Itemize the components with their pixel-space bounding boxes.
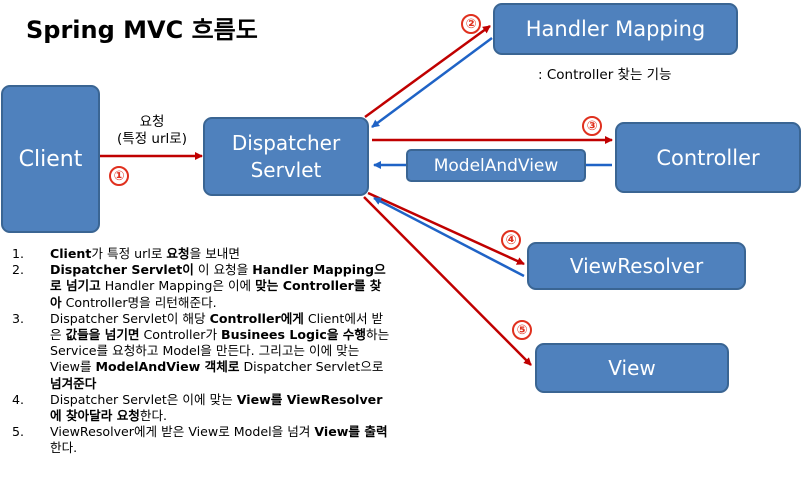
view-label: View	[608, 356, 656, 380]
arrow-viewresolver-to-dispatcher	[373, 196, 525, 278]
arrow-dispatcher-to-viewresolver	[367, 191, 525, 266]
step-text-bold: 맞는 Controller를 찾아	[50, 278, 382, 310]
step-text-bold: 값들을 넘기면	[65, 327, 140, 343]
view-resolver-label: ViewResolver	[569, 254, 704, 278]
step-text: Dispatcher Servlet이 해당 Controller에게 Clie…	[50, 311, 392, 392]
step-text-bold: Client	[50, 246, 92, 261]
step-number: 4.	[12, 391, 25, 407]
step-marker-1: ①	[109, 166, 129, 186]
view-resolver-box: ViewResolver	[527, 242, 746, 290]
request-label-line2: (특정 url로)	[117, 131, 187, 147]
handler-mapping-label: Handler Mapping	[525, 17, 706, 41]
step-text-segment: 하는 Service를 요청하고 Model을 만든다. 그리고는 이에 맞는 …	[50, 327, 390, 375]
step-marker-5: ⑤	[512, 320, 532, 340]
step-text-segment: 한다.	[139, 408, 168, 424]
step-text-segment: 가 특정 url로	[91, 246, 167, 261]
step-item: 2. Dispatcher Servlet이 이 요청을 Handler Map…	[12, 262, 392, 311]
step-text: Dispatcher Servlet은 이에 맞는 View를 ViewReso…	[50, 392, 392, 424]
model-and-view-label: ModelAndView	[433, 155, 559, 176]
step-text-segment: Dispatcher Servlet이 해당	[50, 310, 210, 326]
step-text-bold: View를 출력	[314, 424, 388, 440]
client-label: Client	[18, 146, 83, 172]
step-marker-2: ②	[461, 14, 481, 34]
step-text: Dispatcher Servlet이 이 요청을 Handler Mappin…	[50, 262, 392, 311]
step-text-segment: Client에서 받은	[50, 310, 384, 343]
controller-box: Controller	[615, 122, 801, 193]
step-item: 3. Dispatcher Servlet이 해당 Controller에게 Cl…	[12, 311, 392, 392]
step-text-bold: Businees Logic을 수행	[221, 327, 366, 343]
step-item: 1. Client가 특정 url로 요청을 보내면	[12, 246, 392, 262]
step-number: 5.	[12, 424, 25, 440]
client-box: Client	[1, 85, 100, 233]
dispatcher-label-line1: Dispatcher	[231, 130, 341, 155]
request-label-line1: 요청	[139, 114, 165, 130]
dispatcher-servlet-box: Dispatcher Servlet	[203, 117, 369, 196]
step-number: 3.	[12, 310, 25, 326]
page-title: Spring MVC 흐름도	[26, 16, 258, 44]
step-text-segment: Dispatcher Servlet으로	[239, 359, 384, 375]
step-text-segment: 한다.	[50, 440, 78, 456]
step-text-segment: ViewResolver에게 받은 View로 Model을 넘겨	[50, 424, 315, 440]
step-text-bold: Handler Mapping으로 넘기고	[50, 262, 386, 294]
step-text-segment: Controller가	[139, 327, 222, 343]
step-number: 2.	[12, 262, 25, 278]
arrow-handler-to-dispatcher	[371, 36, 493, 129]
step-marker-3: ③	[582, 116, 602, 136]
handler-mapping-description: : Controller 찾는 기능	[538, 67, 672, 83]
step-text-bold: ModelAndView 객체로	[95, 359, 240, 375]
step-text-bold: 넘겨준다	[50, 375, 97, 391]
step-text-segment: Controller명을 리턴해준다.	[61, 294, 217, 310]
step-text-segment: Dispatcher Servlet은 이에 맞는	[50, 391, 237, 407]
step-text-bold: Dispatcher Servlet이	[50, 262, 194, 278]
step-text-segment: 을 보내면	[189, 246, 240, 261]
request-label: 요청 (특정 url로)	[104, 114, 200, 148]
step-item: 5. ViewResolver에게 받은 View로 Model을 넘겨 View…	[12, 424, 392, 456]
step-text: Client가 특정 url로 요청을 보내면	[50, 246, 392, 262]
step-text-segment: 이 요청을	[193, 262, 253, 278]
controller-label: Controller	[656, 145, 760, 170]
step-marker-4: ④	[501, 230, 521, 250]
arrow-dispatcher-to-view	[363, 196, 532, 366]
view-box: View	[535, 343, 729, 393]
handler-mapping-box: Handler Mapping	[493, 3, 738, 55]
model-and-view-box: ModelAndView	[406, 149, 586, 182]
step-text: ViewResolver에게 받은 View로 Model을 넘겨 View를 …	[50, 424, 392, 456]
step-text-bold: 요청	[166, 246, 190, 261]
arrow-dispatcher-to-handler	[364, 24, 491, 119]
step-text-bold: View를 ViewResolver에 찾아달라 요청	[50, 391, 383, 424]
step-text-segment: Handler Mapping은 이에	[100, 278, 256, 294]
step-text-bold: Controller에게	[209, 310, 304, 326]
dispatcher-label-line2: Servlet	[250, 157, 322, 182]
step-item: 4. Dispatcher Servlet은 이에 맞는 View를 ViewRe…	[12, 392, 392, 424]
step-number: 1.	[12, 246, 25, 261]
